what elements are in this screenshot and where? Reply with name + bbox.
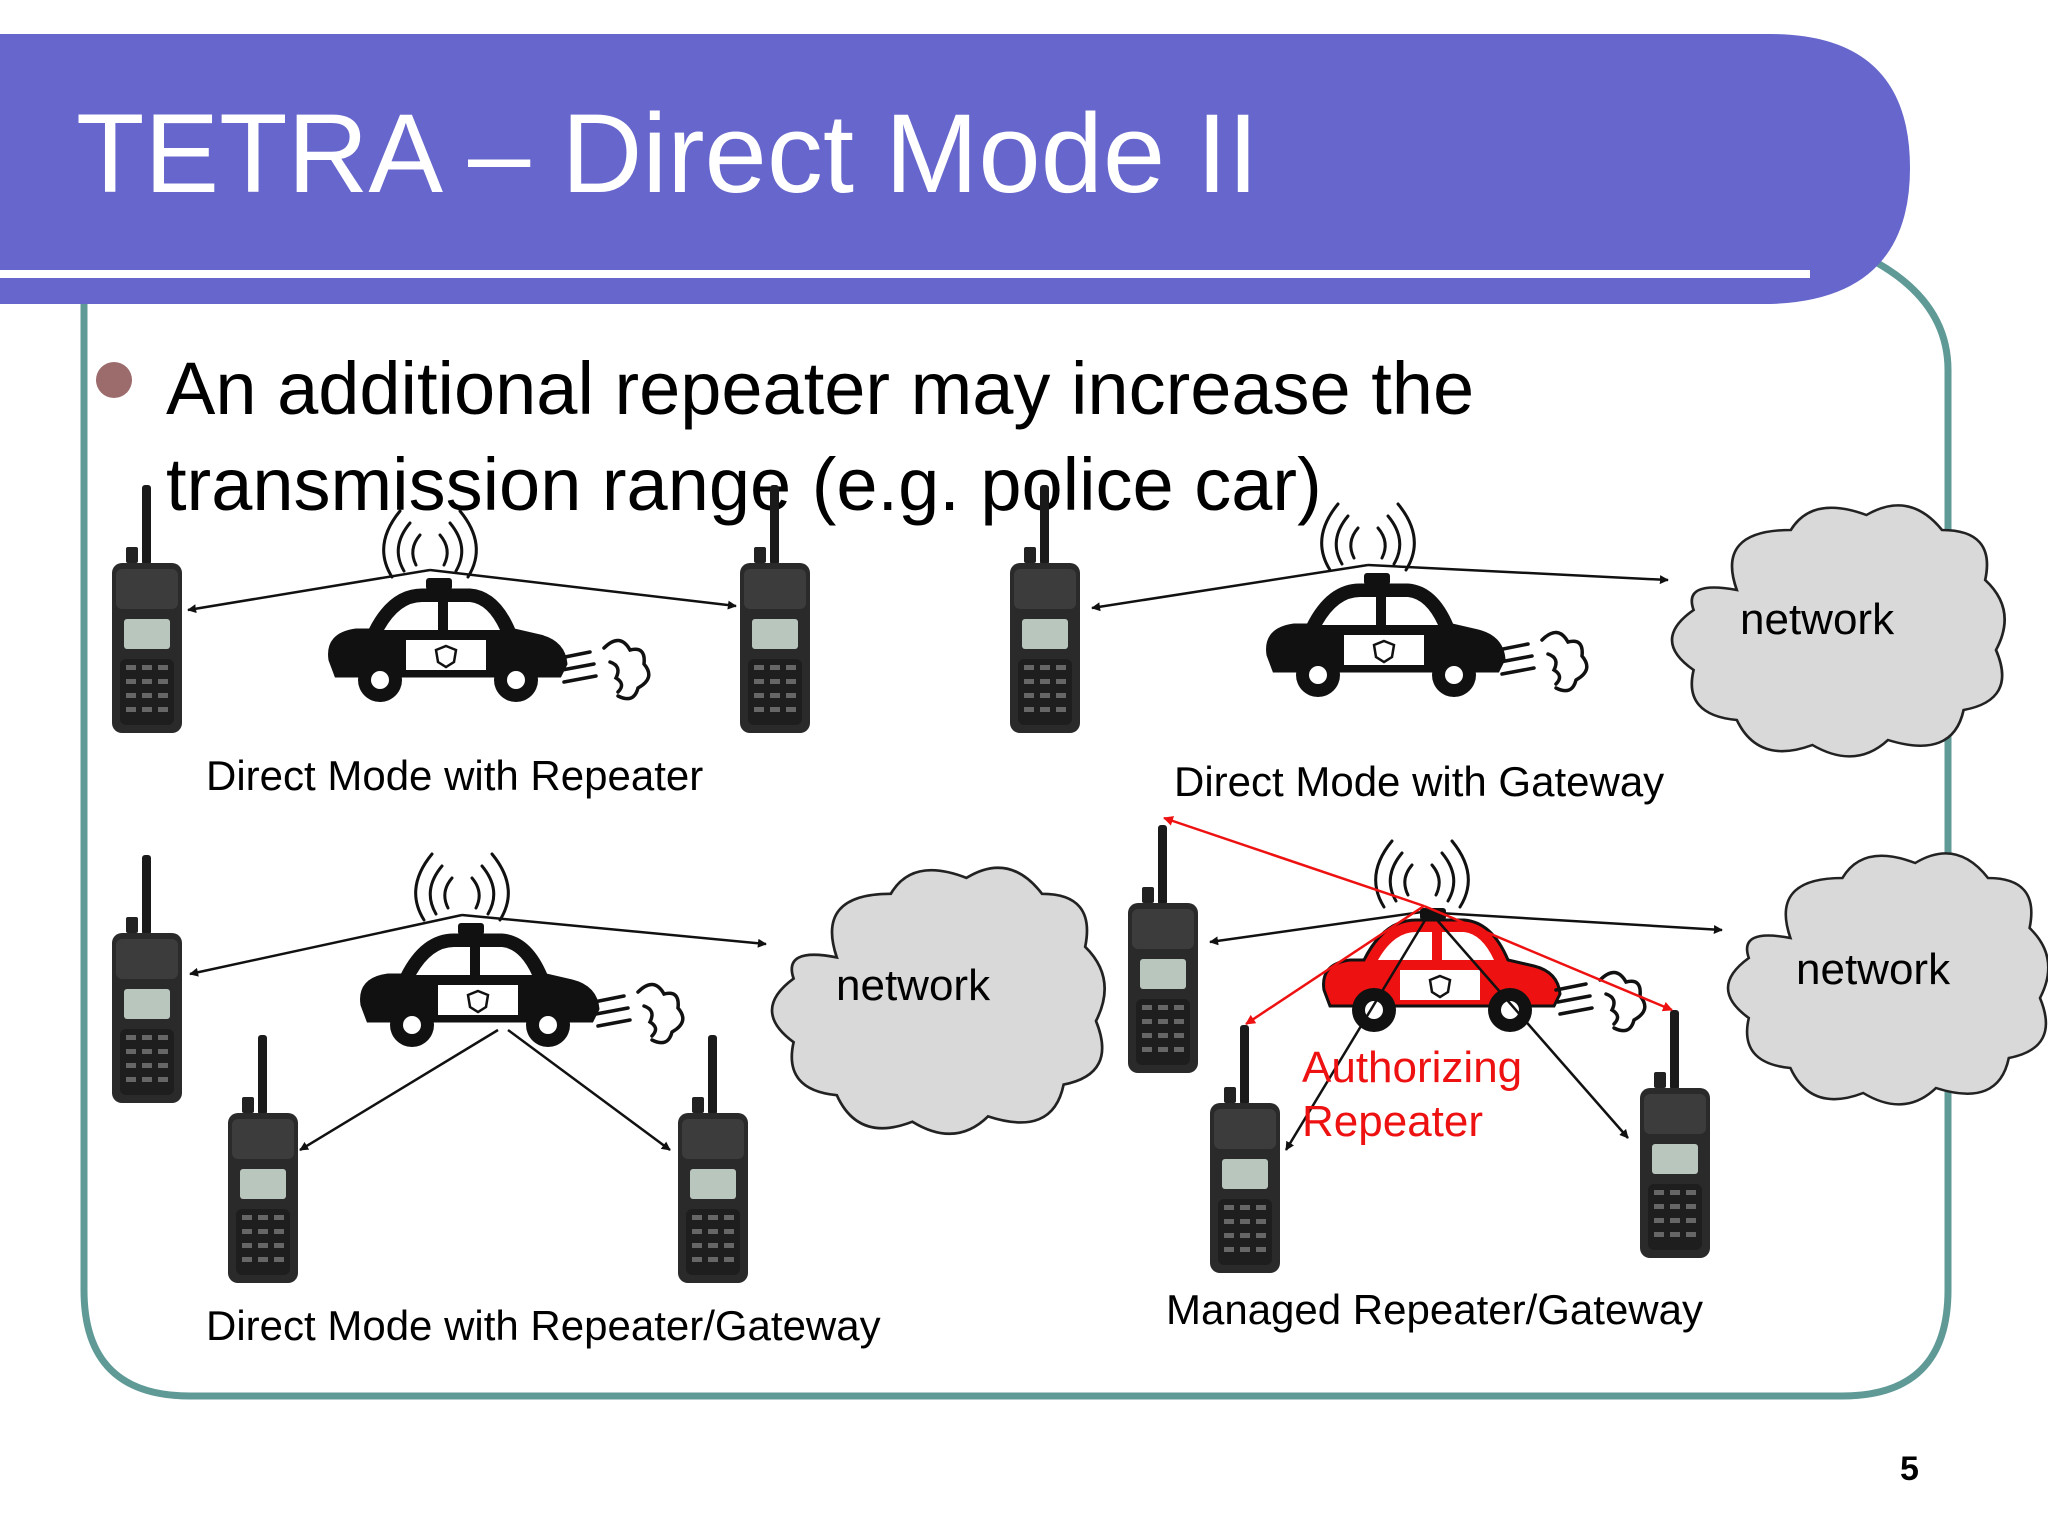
radio-handset-icon [112, 855, 182, 1103]
panel-caption: Managed Repeater/Gateway [1166, 1286, 1703, 1333]
link-arrow [299, 1028, 499, 1152]
link-arrow [1429, 911, 1629, 1139]
bullet-dot [96, 362, 132, 398]
link-arrow [1367, 563, 1669, 585]
authorization-arrow [1423, 904, 1673, 1012]
radio-waves-icon [1374, 839, 1470, 909]
exhaust-puff-icon [592, 982, 685, 1045]
panel-caption: Direct Mode with Repeater/Gateway [206, 1302, 881, 1349]
radio-handset-icon [228, 1035, 298, 1283]
link-arrow [429, 568, 737, 610]
bullet-text-line2: transmission range (e.g. police car) [166, 443, 1322, 526]
panel-managed-repeater-gateway: network Authorizing Repeater Managed Rep… [1128, 816, 2048, 1333]
panel-caption: Direct Mode with Repeater [206, 752, 703, 799]
authorization-arrow [1245, 904, 1425, 1026]
title-bar [0, 34, 1910, 304]
radio-handset-icon [1210, 1025, 1280, 1273]
radio-handset-icon [678, 1035, 748, 1283]
cloud-label: network [1796, 945, 1951, 994]
cloud-label: network [836, 961, 991, 1010]
link-arrow [1091, 563, 1369, 612]
link-arrow [1284, 911, 1432, 1151]
cloud-label: network [1740, 595, 1895, 644]
authorizing-repeater-label-line2: Repeater [1302, 1097, 1483, 1146]
authorization-arrow [1163, 816, 1425, 908]
link-arrow [1421, 910, 1723, 935]
panel-direct-mode-gateway: network Direct Mode with Gateway [1010, 485, 2006, 805]
link-arrow [461, 913, 767, 948]
page-number: 5 [1900, 1450, 1919, 1488]
police-car-icon [328, 576, 568, 704]
radio-handset-icon [1128, 825, 1198, 1073]
police-car-icon [1266, 571, 1506, 699]
authorizing-repeater-label-line1: Authorizing [1302, 1043, 1522, 1092]
slide-title: TETRA – Direct Mode II [76, 91, 1259, 216]
title-underline [0, 270, 1810, 278]
police-car-icon [360, 921, 600, 1049]
radio-handset-icon [1640, 1010, 1710, 1258]
radio-waves-icon [414, 852, 510, 922]
panel-direct-mode-repeater-gateway: network Direct Mode with Repeater/Gatewa… [112, 852, 1106, 1349]
exhaust-puff-icon [558, 638, 651, 701]
link-arrow [187, 568, 431, 614]
panel-caption: Direct Mode with Gateway [1174, 758, 1664, 805]
exhaust-puff-icon [1496, 630, 1589, 693]
link-arrow [507, 1028, 671, 1152]
panel-direct-mode-repeater: Direct Mode with Repeater [112, 485, 810, 799]
bullet-text-line1: An additional repeater may increase the [166, 347, 1474, 430]
link-arrow [1209, 910, 1423, 946]
link-arrow [189, 913, 463, 977]
radio-waves-icon [1320, 502, 1416, 572]
